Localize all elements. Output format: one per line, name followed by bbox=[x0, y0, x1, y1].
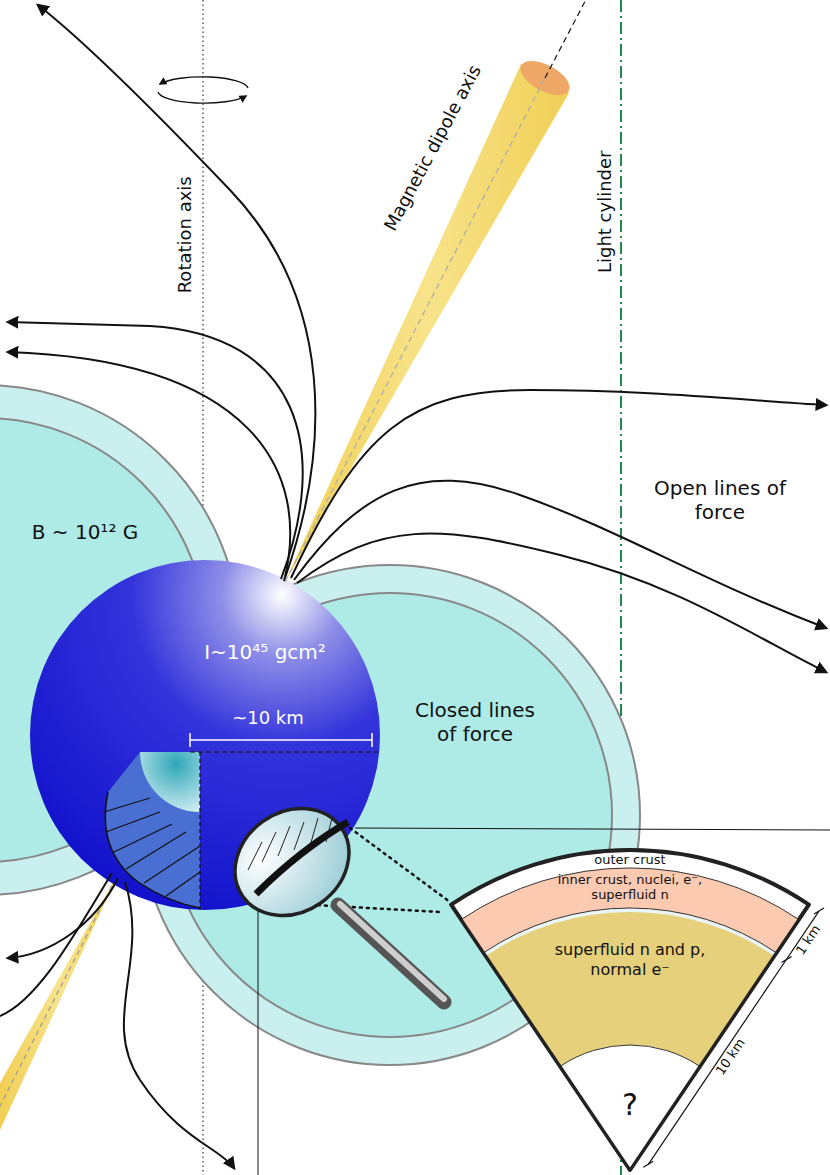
inner-crust-band: inner crust, nuclei, e⁻, superfluid n bbox=[533, 871, 727, 905]
open-field-line bbox=[0, 873, 112, 1016]
axis-label: Light cylinder bbox=[594, 151, 616, 274]
axis-label: Magnetic dipole axis bbox=[379, 61, 485, 234]
neutron-star: I~10⁴⁵ gcm² ~10 km bbox=[30, 560, 380, 910]
inner-crust-band bbox=[461, 868, 799, 1170]
rotation-arc bbox=[160, 77, 248, 88]
rotation-symbol bbox=[158, 77, 248, 103]
magnifier-lens bbox=[214, 787, 370, 938]
dipole-axis-line bbox=[0, 870, 120, 1106]
crust-core-boundary bbox=[484, 908, 777, 1170]
core-band: superfluid n and p, normal e⁻ bbox=[528, 938, 732, 982]
open-field-line bbox=[8, 352, 290, 581]
node-text: I~10⁴⁵ gcm² bbox=[204, 640, 326, 664]
crust-wedge bbox=[451, 850, 809, 1170]
cut-line bbox=[199, 752, 200, 910]
axis-label: Rotation axis bbox=[174, 176, 196, 293]
node-text: outer crust bbox=[594, 853, 665, 866]
region-label: Open lines of force bbox=[645, 476, 795, 524]
leader-line bbox=[355, 828, 830, 830]
node-text: B ~ 10¹² G bbox=[32, 520, 139, 544]
dimension-label: 10 km bbox=[712, 1036, 748, 1079]
dimension-tick bbox=[814, 908, 824, 914]
outer-crust-band bbox=[451, 850, 809, 1170]
magnifier-handle bbox=[340, 904, 444, 999]
radius-line bbox=[190, 751, 378, 752]
scale-bar bbox=[190, 739, 372, 741]
core-band bbox=[486, 912, 775, 1170]
field-lobe: B ~ 10¹² G bbox=[30, 518, 141, 546]
zoom-line bbox=[350, 828, 450, 902]
node-text: Closed lines of force bbox=[408, 698, 542, 746]
scale-tick bbox=[189, 733, 191, 747]
magnifier bbox=[214, 787, 444, 1002]
rotation-arc bbox=[158, 92, 246, 103]
dimension-line bbox=[648, 960, 786, 1165]
dimension-tick bbox=[643, 1161, 653, 1167]
lower-beam bbox=[0, 870, 120, 1130]
open-field-line bbox=[297, 534, 826, 672]
node-text: ~10 km bbox=[232, 707, 304, 729]
outer-crust-band: outer crust bbox=[592, 851, 667, 868]
node-text: ? bbox=[622, 1087, 638, 1123]
beam-cone bbox=[0, 870, 120, 1130]
cutaway bbox=[105, 752, 200, 908]
upper-beam bbox=[285, 0, 592, 582]
unknown-center: ? bbox=[620, 1085, 640, 1125]
dipole-axis-line bbox=[285, 78, 545, 582]
dimension-tick bbox=[782, 957, 792, 963]
node-text: inner crust, nuclei, e⁻, superfluid n bbox=[535, 873, 725, 903]
open-field-line bbox=[291, 390, 826, 578]
crust-hatching bbox=[104, 798, 200, 896]
open-field-line bbox=[8, 322, 303, 579]
inner-core bbox=[140, 752, 200, 812]
open-field-line bbox=[38, 5, 315, 578]
field-lobe: Closed lines of force bbox=[406, 696, 544, 748]
dimension-label: 1 km bbox=[792, 922, 823, 958]
cutaway-edge bbox=[105, 792, 200, 908]
scale-tick bbox=[371, 733, 373, 747]
unknown-center bbox=[560, 1045, 700, 1170]
leader-line bbox=[258, 900, 259, 1175]
node-text: superfluid n and p, normal e⁻ bbox=[530, 940, 730, 980]
dipole-axis-line bbox=[545, 0, 592, 78]
lens-crust-band bbox=[256, 822, 348, 894]
magnifier-handle bbox=[338, 905, 444, 1002]
open-field-line bbox=[124, 882, 234, 1168]
